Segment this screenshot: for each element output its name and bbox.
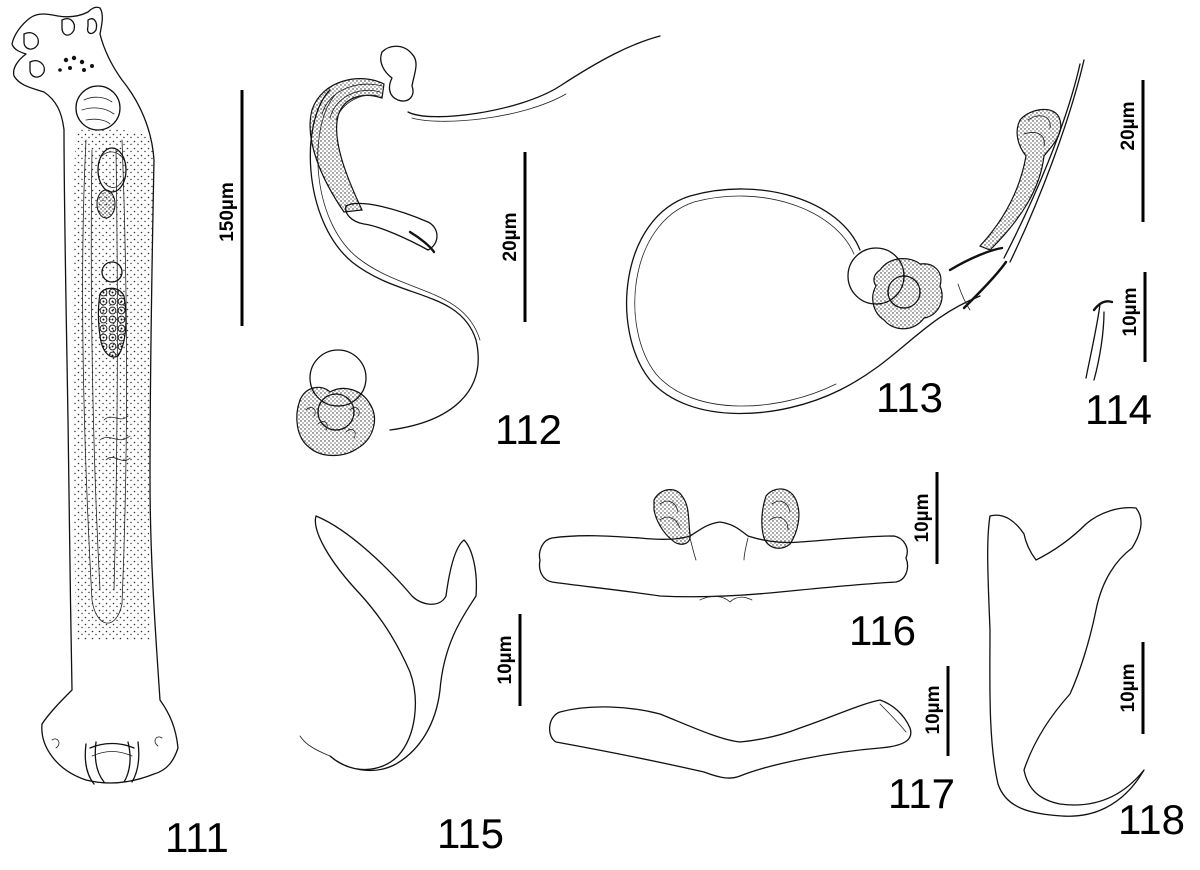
auricle [761,488,800,549]
scale-bar-112-label: 20µm [500,213,521,262]
needle [1009,59,1085,263]
cephalic-lobe [86,18,98,35]
eyespots [58,55,94,72]
ejaculatory-duct-loop [625,188,981,415]
fig-115-anchor-drawing [299,515,478,772]
mco-base [345,202,438,251]
figure-label-117: 117 [888,770,955,817]
scale-bar-116: 10µm [912,472,939,564]
scale-bar-112: 20µm [500,152,527,322]
fig-117-ventral-bar-drawing [549,699,912,779]
prostatic-reservoir [872,258,943,330]
auricle [653,489,691,545]
figure-label-113: 113 [876,374,943,421]
filament [407,35,661,118]
intestine [82,139,127,624]
anchor-outline [987,506,1145,817]
anchor-outline [314,515,478,772]
scale-bar-111-label: 150µm [217,182,238,242]
scale-bar-113: 20µm [1118,80,1145,222]
scale-bar-115-label: 10µm [495,636,516,685]
cephalic-lobe [29,60,45,78]
scale-bar-118-label: 10µm [1118,664,1139,713]
figure-label-111: 111 [165,814,229,861]
scale-bar-116-label: 10µm [912,494,933,543]
scale-bar-114: 10µm [1120,272,1147,362]
fig-113-copulatory-organ-drawing [625,59,1085,415]
figure-label-115: 115 [437,810,504,857]
ventral-bar-outline [549,699,912,779]
figure-label-116: 116 [849,607,916,654]
germarium [97,287,127,358]
vitellaria [72,128,154,640]
dorsal-bar-outline [538,521,909,598]
scale-bar-115: 10µm [495,614,522,706]
accessory-piece [380,45,417,102]
cephalic-lobe [23,32,39,50]
figure-label-114: 114 [1085,386,1152,433]
fig-111-whole-body-drawing [11,6,179,785]
scale-bar-114-label: 10µm [1120,288,1141,337]
fig-114-sclerite-drawing [1085,300,1114,381]
haptor-anchor [84,743,95,785]
seminal-vesicle [101,261,123,283]
fig-112-copulatory-organ-drawing [296,35,661,457]
cephalic-lobe [61,18,76,36]
ejaculatory-duct [309,89,479,431]
body-outline [11,6,179,784]
accessory-piece [978,108,1062,251]
prostatic-reservoir [296,386,375,457]
figure-label-112: 112 [495,406,562,453]
scale-bar-113-label: 20µm [1118,102,1139,151]
scale-bar-117-label: 10µm [923,686,944,735]
fig-116-dorsal-bar-drawing [538,488,909,603]
scale-bar-118: 10µm [1118,642,1145,734]
striated-tube [309,78,385,213]
figure-label-118: 118 [1118,796,1185,843]
scale-bar-111: 150µm [217,90,244,326]
haptor-bar [89,742,135,749]
copulatory-organ [97,147,127,193]
fig-118-anchor-drawing [987,506,1145,817]
scale-bar-117: 10µm [923,666,950,756]
